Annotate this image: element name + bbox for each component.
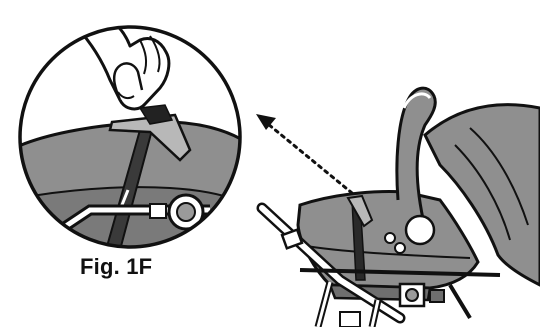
figure-caption: Fig. 1F [80, 254, 152, 280]
magnifier-circle-icon [10, 16, 250, 260]
dotted-arrow-icon [256, 114, 352, 193]
